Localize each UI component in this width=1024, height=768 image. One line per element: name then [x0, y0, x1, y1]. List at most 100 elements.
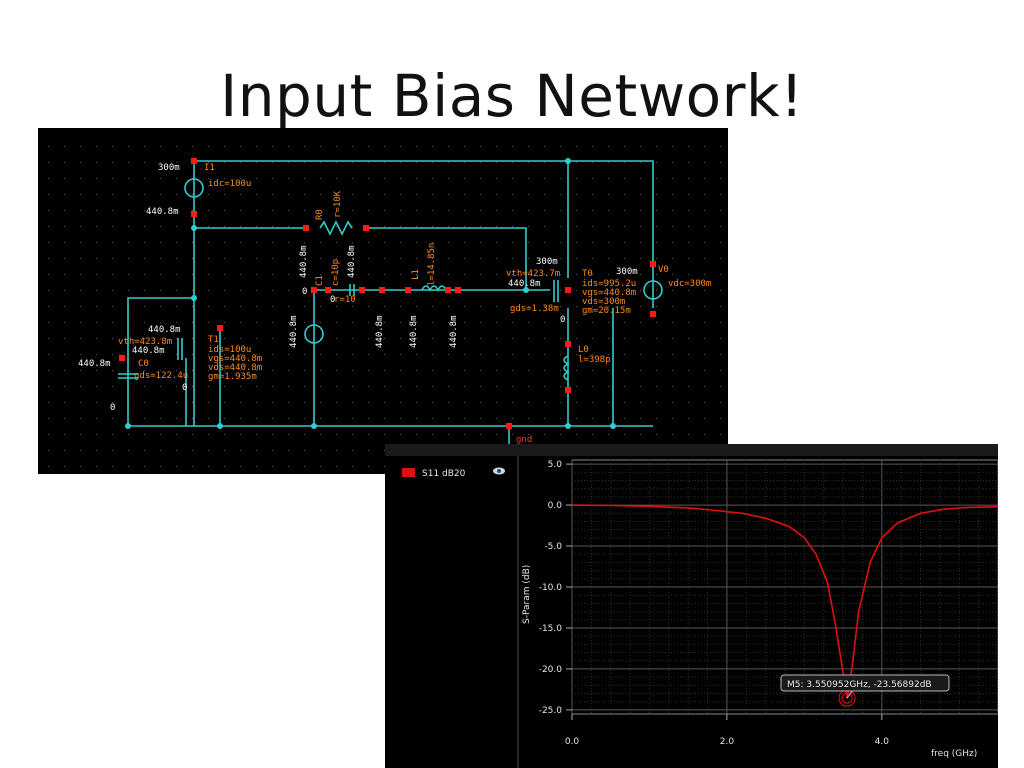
grid-dot: [384, 210, 385, 211]
grid-dot: [448, 194, 449, 195]
grid-dot: [576, 354, 577, 355]
grid-dot: [208, 162, 209, 163]
grid-dot: [624, 338, 625, 339]
eye-icon[interactable]: [493, 467, 505, 475]
grid-dot: [464, 386, 465, 387]
grid-dot: [112, 386, 113, 387]
grid-dot: [176, 354, 177, 355]
grid-dot: [288, 402, 289, 403]
grid-dot: [640, 194, 641, 195]
grid-dot: [656, 178, 657, 179]
grid-dot: [368, 322, 369, 323]
grid-dot: [512, 370, 513, 371]
grid-dot: [480, 274, 481, 275]
grid-dot: [560, 370, 561, 371]
lbl-l0val: l=398p: [578, 355, 611, 365]
grid-dot: [608, 322, 609, 323]
grid-dot: [416, 418, 417, 419]
legend-swatch[interactable]: [402, 468, 415, 477]
grid-dot: [240, 338, 241, 339]
grid-dot: [624, 434, 625, 435]
grid-dot: [416, 402, 417, 403]
grid-dot: [592, 434, 593, 435]
grid-dot: [48, 466, 49, 467]
grid-dot: [560, 434, 561, 435]
grid-dot: [112, 274, 113, 275]
grid-dot: [576, 242, 577, 243]
grid-dot: [592, 338, 593, 339]
grid-dot: [528, 322, 529, 323]
grid-dot: [96, 322, 97, 323]
grid-dot: [672, 386, 673, 387]
grid-dot: [208, 354, 209, 355]
schematic-components: [118, 178, 663, 381]
grid-dot: [512, 194, 513, 195]
grid-dot: [480, 146, 481, 147]
grid-dot: [240, 354, 241, 355]
grid-dot: [144, 418, 145, 419]
grid-dot: [496, 322, 497, 323]
grid-dot: [352, 274, 353, 275]
grid-dot: [64, 338, 65, 339]
grid-dot: [528, 162, 529, 163]
grid-dot: [176, 210, 177, 211]
grid-dot: [656, 226, 657, 227]
grid-dot: [336, 226, 337, 227]
lbl-c: c=10p: [331, 259, 341, 286]
lbl-4408-t1a: 440.8m: [148, 325, 181, 335]
grid-dot: [480, 402, 481, 403]
grid-dot: [240, 258, 241, 259]
grid-dot: [528, 306, 529, 307]
grid-dot: [384, 466, 385, 467]
grid-dot: [48, 146, 49, 147]
grid-dot: [560, 402, 561, 403]
grid-dot: [624, 386, 625, 387]
legend-label[interactable]: S11 dB20: [422, 469, 466, 479]
grid-dot: [704, 194, 705, 195]
grid-dot: [704, 370, 705, 371]
grid-dot: [576, 370, 577, 371]
grid-dot: [368, 162, 369, 163]
grid-dot: [112, 226, 113, 227]
grid-dot: [688, 338, 689, 339]
marker-label: M5: 3.550952GHz, -23.56892dB: [787, 680, 932, 690]
grid-dot: [512, 274, 513, 275]
grid-dot: [80, 210, 81, 211]
grid-dot: [368, 210, 369, 211]
grid-dot: [704, 178, 705, 179]
grid-dot: [320, 418, 321, 419]
grid-dot: [304, 434, 305, 435]
slide-title: Input Bias Network!: [220, 62, 804, 130]
grid-dot: [208, 402, 209, 403]
grid-dot: [672, 338, 673, 339]
grid-dot: [512, 402, 513, 403]
grid-dot: [608, 146, 609, 147]
grid-dot: [640, 434, 641, 435]
grid-dot: [320, 354, 321, 355]
grid-dot: [352, 418, 353, 419]
grid-dot: [96, 290, 97, 291]
grid-dot: [176, 194, 177, 195]
grid-dot: [80, 466, 81, 467]
lbl-t1: T1: [208, 335, 219, 345]
grid-dot: [112, 434, 113, 435]
grid-dot: [304, 354, 305, 355]
grid-dot: [688, 418, 689, 419]
grid-dot: [528, 178, 529, 179]
grid-dot: [192, 450, 193, 451]
grid-dot: [48, 322, 49, 323]
grid-dot: [688, 194, 689, 195]
grid-dot: [560, 258, 561, 259]
grid-dot: [624, 402, 625, 403]
grid-dot: [64, 194, 65, 195]
grid-dot: [608, 434, 609, 435]
grid-dot: [528, 386, 529, 387]
lbl-l: l=14.85n: [427, 243, 437, 286]
grid-dot: [288, 274, 289, 275]
grid-dot: [688, 242, 689, 243]
grid-dot: [320, 210, 321, 211]
grid-dot: [320, 322, 321, 323]
grid-dot: [464, 402, 465, 403]
grid-dot: [144, 322, 145, 323]
